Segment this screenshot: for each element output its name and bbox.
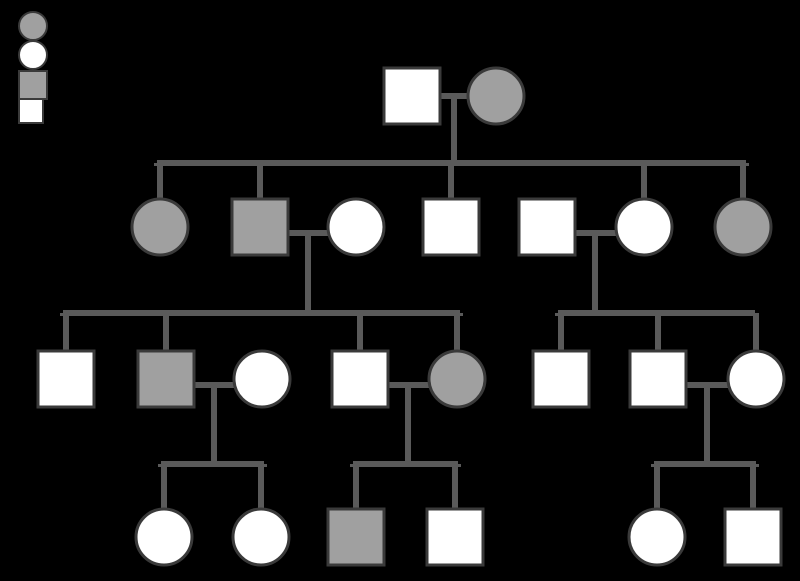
legend xyxy=(18,11,48,124)
legend-key-affected-female xyxy=(18,11,48,41)
individual-ii-7-affected-female[interactable] xyxy=(713,197,773,257)
legend-key-affected-male xyxy=(18,70,48,100)
individual-iii-1-unaffected-male[interactable] xyxy=(36,349,96,409)
individual-ii-3-unaffected-female[interactable] xyxy=(326,197,386,257)
individual-iv-6-unaffected-male[interactable] xyxy=(723,507,783,567)
connection-lines-layer xyxy=(60,93,759,510)
individual-iii-3-unaffected-female[interactable] xyxy=(232,349,292,409)
individual-iii-4-unaffected-male[interactable] xyxy=(330,349,390,409)
individual-iv-2-unaffected-female[interactable] xyxy=(231,507,291,567)
individual-iii-5-affected-female[interactable] xyxy=(427,349,487,409)
individual-iii-6-unaffected-male[interactable] xyxy=(531,349,591,409)
individual-iv-1-unaffected-female[interactable] xyxy=(134,507,194,567)
individual-i-1-unaffected-male[interactable] xyxy=(382,66,442,126)
individual-ii-2-affected-male[interactable] xyxy=(230,197,290,257)
individual-ii-5-unaffected-male[interactable] xyxy=(517,197,577,257)
individual-iii-8-unaffected-female[interactable] xyxy=(726,349,786,409)
individual-i-2-affected-female[interactable] xyxy=(466,66,526,126)
individual-ii-1-affected-female[interactable] xyxy=(130,197,190,257)
individual-iv-3-affected-male[interactable] xyxy=(326,507,386,567)
individual-iii-2-affected-male[interactable] xyxy=(136,349,196,409)
individual-iii-7-unaffected-male[interactable] xyxy=(628,349,688,409)
legend-key-unaffected-female xyxy=(18,40,48,70)
individual-symbols-layer xyxy=(36,66,786,567)
legend-key-unaffected-male xyxy=(18,98,44,124)
individual-ii-6-unaffected-female[interactable] xyxy=(614,197,674,257)
individual-iv-5-unaffected-female[interactable] xyxy=(627,507,687,567)
individual-ii-4-unaffected-male[interactable] xyxy=(421,197,481,257)
individual-iv-4-unaffected-male[interactable] xyxy=(425,507,485,567)
